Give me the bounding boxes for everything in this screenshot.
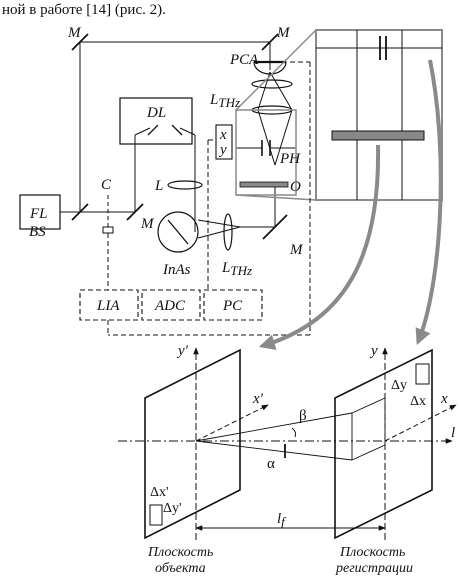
mirror-icons (71, 33, 288, 240)
registration-plane (334, 348, 433, 540)
arrow-to-registration-plane (415, 59, 443, 345)
label-lthz-top: LTHz (209, 92, 240, 110)
label-adc: ADC (154, 298, 186, 314)
beam-paths (60, 41, 293, 239)
x-prime-axis (195, 404, 269, 442)
registration-plane-label-2: регистрации (335, 561, 413, 576)
projection-rays (195, 397, 386, 461)
label-y: y (369, 343, 378, 359)
zoom-source-box (235, 109, 297, 196)
label-ph: PH (279, 151, 301, 167)
label-fl: FL (29, 206, 48, 222)
label-mirror-4: M (289, 242, 304, 258)
object-plate-icon (239, 181, 289, 188)
thz-lens-top-icon (251, 79, 293, 89)
label-alpha: α (267, 456, 275, 472)
label-dx: Δx (410, 394, 426, 409)
registration-plane-label-1: Плоскость (339, 545, 405, 560)
label-pc: PC (222, 298, 243, 314)
electronics-dashed-lines (107, 61, 311, 336)
inas-emitter-icon (157, 211, 199, 253)
detector-pixel (415, 363, 430, 385)
label-l: L (154, 178, 163, 194)
object-plane-label-2: объекта (155, 561, 206, 576)
object-plane-label-1: Плоскость (147, 545, 213, 560)
label-lthz-bottom: LTHz (221, 260, 252, 278)
lia-box (79, 289, 139, 321)
thz-lens-icon (223, 213, 233, 251)
label-pca: PCA (229, 52, 259, 68)
label-mirror-3: M (140, 216, 155, 232)
object-pixel (149, 504, 163, 526)
label-lf: lf (277, 511, 287, 529)
label-lia: LIA (96, 298, 120, 314)
adc-box (141, 289, 201, 321)
arrow-to-object-plane (258, 144, 381, 351)
label-dx-prime: Δx' (150, 485, 169, 500)
label-dy-prime: Δy' (163, 501, 182, 516)
xy-stage-box (215, 124, 233, 160)
laser-box (19, 194, 61, 230)
caption-text: ной в работе [14] (рис. 2). (2, 2, 166, 18)
object-plane (144, 348, 241, 540)
label-dl: DL (146, 105, 166, 121)
label-o: O (290, 179, 301, 195)
label-x-prime: x' (252, 391, 264, 407)
zoom-lines (316, 30, 442, 200)
zoom-object-plate-icon (331, 130, 425, 141)
pc-box (203, 289, 263, 321)
label-bs: BS (29, 224, 46, 240)
delay-line-box (119, 97, 193, 145)
label-mirror-2: M (276, 25, 291, 41)
label-y-prime: y' (176, 343, 189, 359)
label-stage-x: x (219, 127, 227, 143)
lens-icon (167, 180, 203, 190)
label-inas: InAs (162, 262, 191, 278)
label-c: C (101, 177, 112, 193)
label-l-axis: l (451, 425, 455, 441)
x-axis (384, 404, 457, 442)
label-dy: Δy (391, 378, 407, 393)
label-x: x (440, 391, 448, 407)
label-beta: β (299, 408, 307, 424)
label-mirror-1: M (67, 25, 82, 41)
label-stage-y: y (218, 142, 227, 158)
